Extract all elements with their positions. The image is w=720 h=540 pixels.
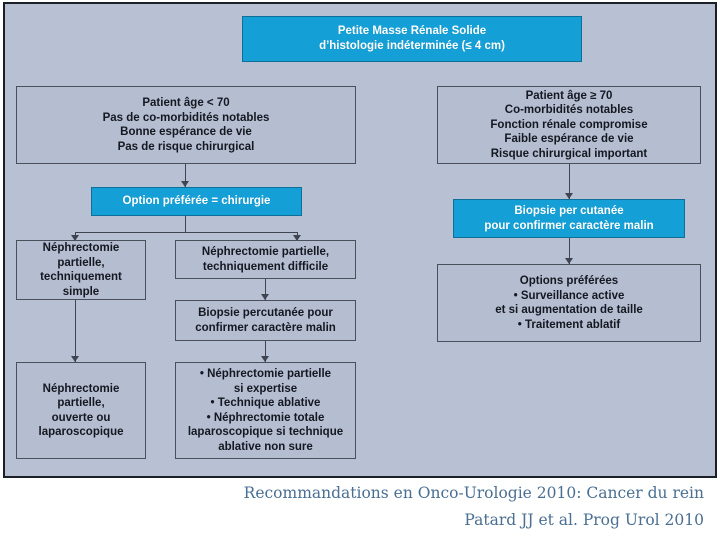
arrowhead-left-biopsy: [261, 294, 269, 300]
connector-left-difficult-to-biopsy: [265, 279, 266, 300]
right-biopsy-box: Biopsie per cutanée pour confirmer carac…: [453, 199, 685, 238]
title-box: Petite Masse Rénale Solide d’histologie …: [242, 16, 582, 62]
connector-left-biopsy-to-outcome: [265, 341, 266, 362]
right-criteria-box: Patient âge ≥ 70 Co-morbidités notables …: [437, 86, 701, 164]
citation-footer: Recommandations en Onco-Urologie 2010: C…: [0, 480, 720, 540]
arrowhead-right-options: [565, 258, 573, 264]
arrowhead-left-difficult: [293, 235, 301, 241]
left-outcome-simple-box: Néphrectomie partielle, ouverte ou lapar…: [16, 362, 146, 459]
arrowhead-left-outcome-simple: [71, 356, 79, 362]
connector-left-criteria-to-option: [185, 164, 186, 187]
connector-right-biopsy-to-options: [569, 238, 570, 264]
right-options-box: Options préférées • Surveillance active …: [437, 264, 701, 342]
citation-line-1: Recommandations en Onco-Urologie 2010: C…: [243, 484, 704, 502]
arrowhead-right-biopsy: [565, 193, 573, 199]
citation-line-2: Patard JJ et al. Prog Urol 2010: [464, 511, 704, 529]
connector-right-criteria-to-biopsy: [569, 164, 570, 199]
arrowhead-left-simple: [71, 235, 79, 241]
arrowhead-left-option: [181, 181, 189, 187]
left-option-box: Option préférée = chirurgie: [91, 187, 302, 216]
connector-left-simple-to-outcome: [75, 300, 76, 362]
connector-left-option-down: [185, 216, 186, 233]
left-outcome-difficult-box: • Néphrectomie partielle si expertise • …: [175, 362, 356, 459]
arrowhead-left-outcome-difficult: [261, 356, 269, 362]
left-simple-nephrectomy-box: Néphrectomie partielle, techniquement si…: [16, 240, 146, 300]
connector-left-split-horizontal: [75, 232, 297, 233]
flowchart-panel: Petite Masse Rénale Solide d’histologie …: [3, 2, 717, 478]
left-criteria-box: Patient âge < 70 Pas de co-morbidités no…: [16, 86, 356, 164]
left-biopsy-box: Biopsie percutanée pour confirmer caract…: [175, 300, 356, 341]
left-difficult-nephrectomy-box: Néphrectomie partielle, techniquement di…: [175, 240, 356, 279]
